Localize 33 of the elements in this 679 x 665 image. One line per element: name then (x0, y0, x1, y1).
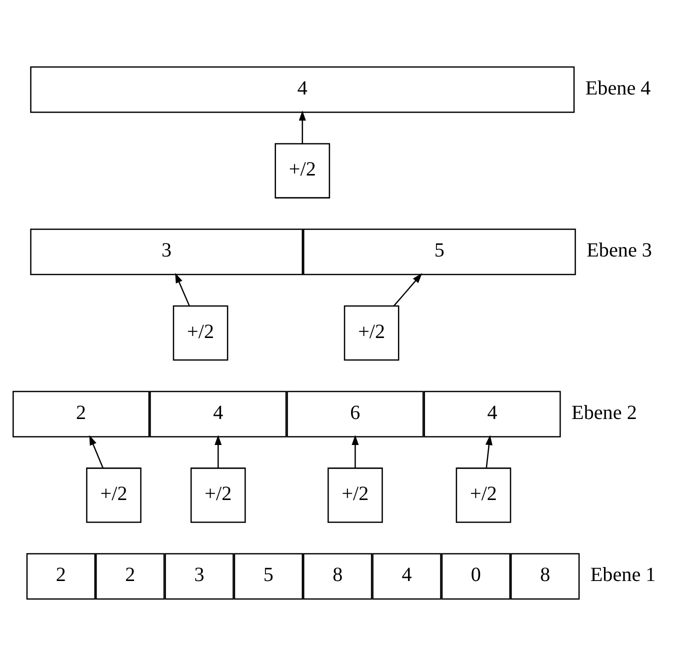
node-box: +/2 (344, 304, 400, 360)
label: Ebene 4 (585, 76, 651, 99)
arrow (89, 434, 104, 468)
node-box: +/2 (190, 467, 246, 522)
node-box: 4 (150, 390, 287, 437)
node-box: 4 (30, 66, 575, 112)
node-box: 4 (424, 390, 561, 437)
node-box: 5 (234, 552, 304, 600)
node-box: +/2 (86, 467, 142, 522)
arrow (352, 434, 359, 468)
node-box: 0 (441, 552, 511, 600)
arrow (175, 272, 190, 306)
label: Ebene 3 (586, 239, 652, 262)
node-box: +/2 (328, 467, 383, 522)
node-box: 5 (303, 228, 576, 275)
node-box: +/2 (172, 304, 228, 360)
node-box: 2 (12, 390, 150, 437)
node-box: +/2 (274, 142, 330, 198)
node-box: 3 (164, 552, 234, 600)
arrow (298, 110, 306, 144)
node-box: 2 (96, 552, 165, 600)
label: Ebene 1 (590, 564, 656, 586)
arrow (485, 434, 492, 468)
node-box: +/2 (456, 467, 512, 522)
node-box: 3 (30, 228, 304, 275)
node-box: 4 (372, 552, 442, 600)
node-box: 8 (303, 552, 372, 600)
node-box: 8 (510, 552, 580, 600)
arrow (214, 434, 222, 468)
label: Ebene 2 (572, 401, 637, 424)
node-box: 6 (286, 390, 424, 437)
node-box: 2 (26, 552, 96, 600)
arrow (393, 272, 422, 306)
